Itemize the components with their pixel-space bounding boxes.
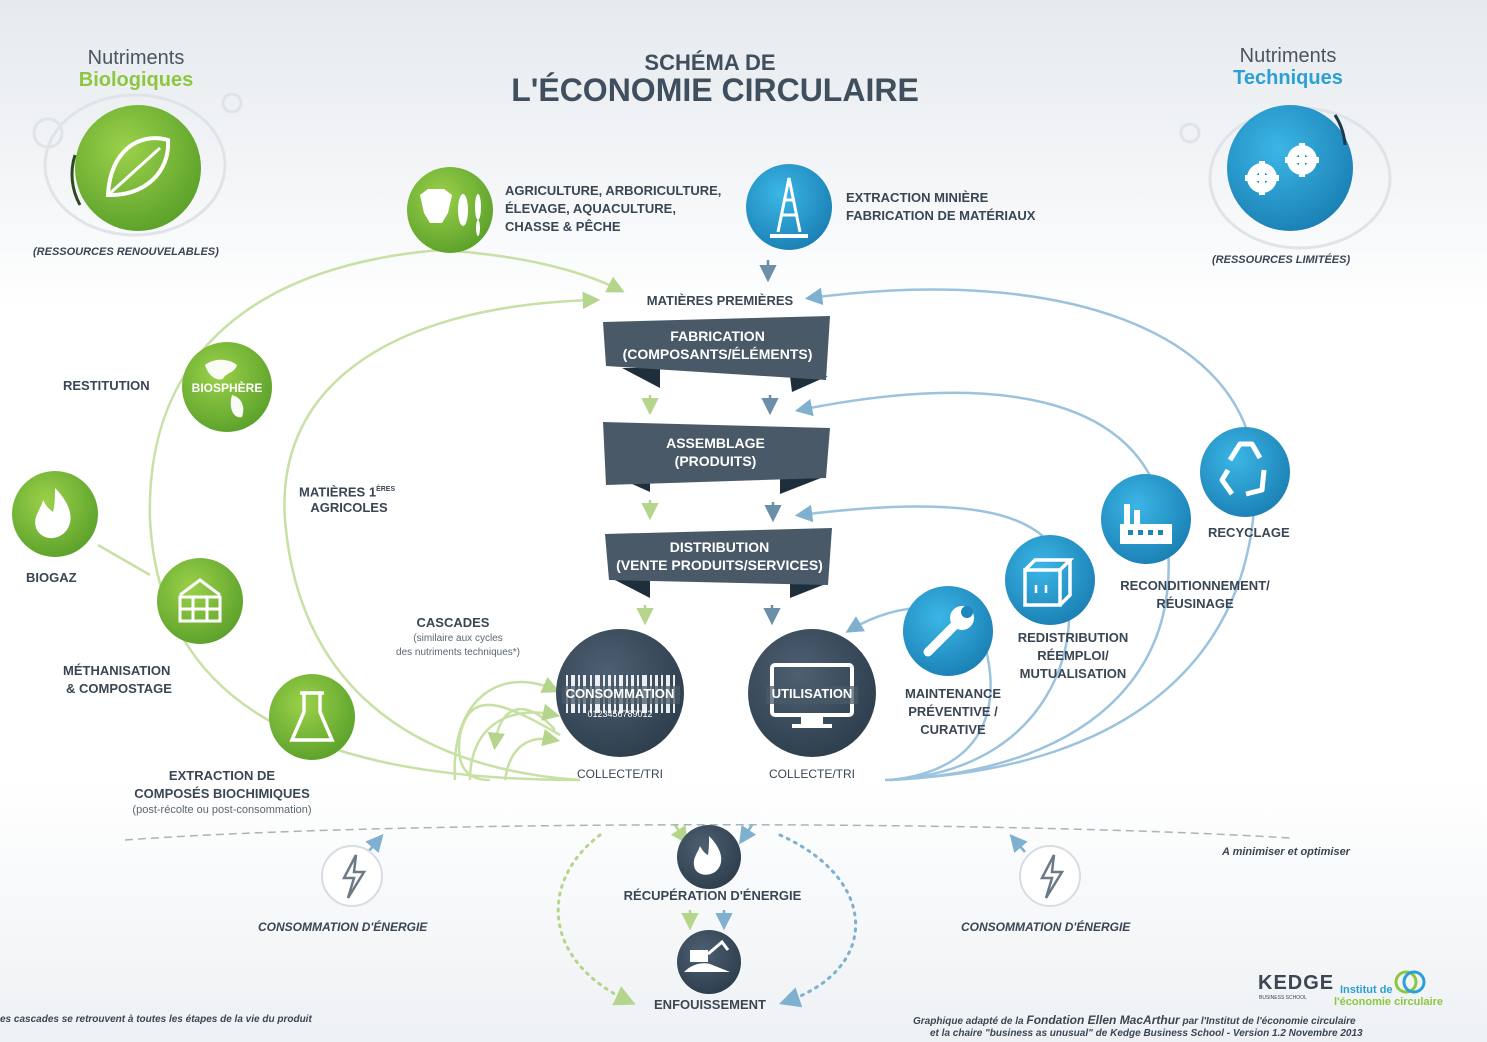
raw-materials-label: MATIÈRES PREMIÈRES (646, 293, 794, 308)
redistribution-label-1: REDISTRIBUTION (1017, 630, 1129, 645)
gears-icon (1245, 143, 1319, 195)
agri-label-3: CHASSE & PÊCHE (505, 219, 621, 234)
title-line-1: SCHÉMA DE (644, 50, 776, 75)
compost-bin-icon (178, 578, 222, 623)
barcode-digits: 0123456789012 (587, 709, 653, 719)
consommation-label: CONSOMMATION (565, 686, 675, 701)
energy-use-label-right: CONSOMMATION D'ÉNERGIE (961, 920, 1131, 934)
cascades-note-1: (similaire aux cycles (413, 633, 503, 644)
flow-arrows (365, 260, 1028, 931)
recyclage-circle (1200, 427, 1290, 517)
maintenance-label-2: PRÉVENTIVE / (908, 704, 998, 719)
bio-heading-1: Nutriments (87, 47, 185, 69)
utilisation-label-bg (766, 686, 858, 704)
collecte-label-left: COLLECTE/TRI (576, 767, 663, 781)
assemblage-label-1: ASSEMBLAGE (666, 435, 765, 451)
methanisation-label-1: MÉTHANISATION (63, 663, 171, 678)
recyclage-label: RECYCLAGE (1208, 525, 1290, 540)
ribbon-distribution (605, 528, 832, 598)
institut-logo-1: Institut de (1340, 984, 1393, 996)
landfill-circle (677, 930, 741, 994)
landfill-label: ENFOUISSEMENT (654, 997, 766, 1012)
oil-derrick-icon (770, 177, 808, 238)
energy-recovery-label: RÉCUPÉRATION D'ÉNERGIE (623, 888, 802, 903)
cow-fish-wheat-icon (420, 189, 481, 236)
mining-label-1: EXTRACTION MINIÈRE (846, 190, 989, 205)
institut-logo-icon (1394, 970, 1426, 994)
cascades-label: CASCADES (416, 615, 490, 630)
biogaz-label: BIOGAZ (26, 570, 77, 585)
decor-rings (32, 92, 1392, 250)
credit-line-2: et la chaire "business as unusual" de Ke… (930, 1028, 1363, 1039)
institut-logo-2: l'économie circulaire (1334, 996, 1443, 1008)
box-icon (1023, 558, 1075, 607)
kedge-logo-sub: BUSINESS SCHOOL (1259, 995, 1307, 1001)
dotted-energy-loops (556, 833, 858, 1008)
energy-consumption-left (321, 845, 383, 907)
fabrication-label-2: (COMPOSANTS/ÉLÉMENTS) (622, 346, 813, 362)
reconditionnement-label-2: RÉUSINAGE (1156, 596, 1234, 611)
agri-label-2: ÉLEVAGE, AQUACULTURE, (505, 201, 676, 216)
assemblage-label-2: (PRODUITS) (674, 453, 757, 469)
mining-circle (746, 164, 832, 250)
extraction-bio-note: (post-récolte ou post-consommation) (132, 804, 312, 816)
redistribution-label-2: RÉEMPLOI/ (1037, 648, 1109, 663)
factory-icon (1120, 504, 1172, 544)
energy-use-label-left: CONSOMMATION D'ÉNERGIE (258, 920, 428, 934)
bio-note: (RESSOURCES RENOUVELABLES) (33, 246, 219, 258)
flame-icon-biogaz (35, 488, 71, 539)
footnote-left: es cascades se retrouvent à toutes les é… (0, 1014, 312, 1025)
wrench-icon (923, 606, 974, 657)
maintenance-label-1: MAINTENANCE (904, 686, 1002, 701)
methanisation-circle (157, 558, 243, 644)
biological-cycle-arcs (97, 248, 625, 782)
excavator-icon (684, 939, 730, 972)
consommation-label-bg (562, 686, 680, 704)
distribution-label-1: DISTRIBUTION (669, 539, 770, 555)
reconditionnement-label-1: RECONDITIONNEMENT/ (1120, 578, 1270, 593)
mining-label-2: FABRICATION DE MATÉRIAUX (846, 208, 1036, 223)
biosphere-circle (182, 342, 272, 432)
collecte-label-right: COLLECTE/TRI (768, 767, 855, 781)
utilisation-label: UTILISATION (771, 686, 853, 701)
distribution-label-2: (VENTE PRODUITS/SERVICES) (616, 557, 823, 573)
redistribution-label-3: MUTUALISATION (1019, 666, 1127, 681)
methanisation-label-2: & COMPOSTAGE (66, 681, 172, 696)
recycle-icon (1219, 441, 1267, 497)
extraction-bio-label-2: COMPOSÉS BIOCHIMIQUES (134, 786, 310, 801)
lightning-icon-right (1039, 854, 1065, 899)
restitution-label: RESTITUTION (63, 378, 150, 393)
bio-heading-2: Biologiques (78, 69, 194, 91)
page-title: L'ÉCONOMIE CIRCULAIRE (511, 72, 919, 108)
tech-heading-1: Nutriments (1239, 45, 1337, 67)
cascades-note-2: des nutriments techniques*) (396, 647, 520, 658)
dashed-boundary (124, 823, 1291, 841)
minimize-label: A minimiser et optimiser (1222, 846, 1350, 858)
leaf-icon (105, 136, 171, 198)
extraction-bio-label-1: EXTRACTION DE (168, 768, 276, 783)
biosphere-label: BIOSPHÈRE (191, 381, 263, 395)
flask-icon (289, 691, 335, 742)
credit-line-1: Graphique adapté de la Fondation Ellen M… (913, 1013, 1356, 1027)
lightning-icon-left (341, 854, 367, 899)
tech-note: (RESSOURCES LIMITÉES) (1212, 254, 1351, 266)
tech-heading-2: Techniques (1233, 67, 1343, 89)
reconditionnement-circle (1101, 474, 1191, 564)
matieres-agricoles-label-2: AGRICOLES (310, 500, 388, 515)
energy-consumption-right (1019, 845, 1081, 907)
fabrication-label-1: FABRICATION (670, 328, 765, 344)
agriculture-circle (407, 167, 493, 253)
maintenance-label-3: CURATIVE (920, 722, 986, 737)
kedge-logo: KEDGE (1258, 972, 1335, 994)
flame-icon-recovery (693, 836, 722, 875)
agri-label-1: AGRICULTURE, ARBORICULTURE, (505, 183, 722, 198)
ribbon-assemblage (603, 422, 830, 494)
ribbon-fabrication (603, 316, 830, 392)
redistribution-circle (1005, 535, 1095, 625)
matieres-agricoles-label-1: MATIÈRES 1ÈRES (299, 484, 396, 500)
globe-icon (205, 359, 244, 418)
extraction-bio-circle (269, 674, 355, 760)
